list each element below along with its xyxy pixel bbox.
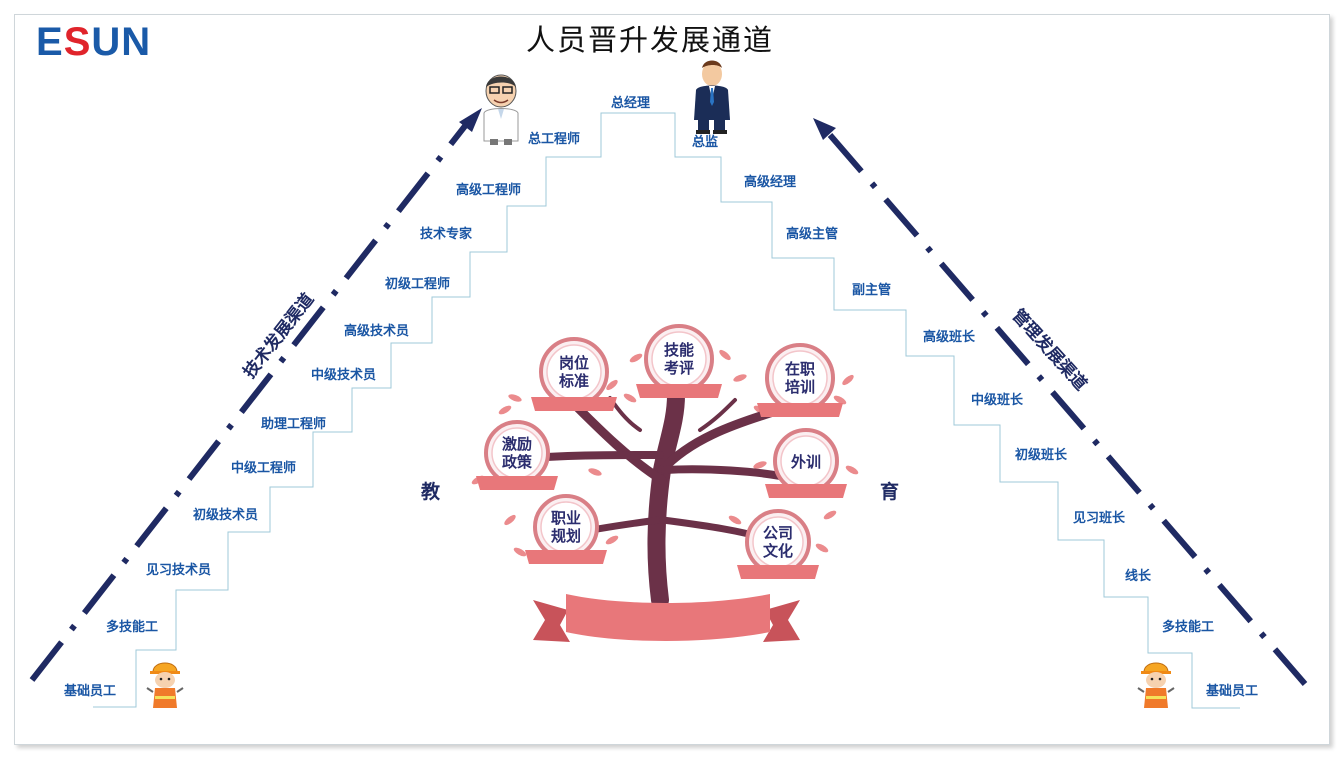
bubble-text: 公司 — [763, 524, 793, 542]
tech-step-0: 基础员工 — [64, 684, 117, 699]
bubble-text: 培训 — [785, 378, 815, 396]
mgmt-step-9: 基础员工 — [1206, 684, 1259, 699]
mgmt-step-8: 多技能工 — [1162, 620, 1215, 635]
bubble-text: 技能 — [664, 341, 694, 359]
bubble-text: 标准 — [558, 372, 589, 390]
worker-icon — [1137, 662, 1175, 708]
director-icon — [694, 60, 730, 134]
bubble-text: 职业 — [551, 509, 581, 527]
stair-outline — [93, 112, 1240, 709]
tech-step-4: 中级工程师 — [231, 461, 297, 476]
technical-arrow-line — [29, 124, 468, 682]
tech-step-9: 技术专家 — [420, 227, 473, 242]
bubble-ribbon — [757, 403, 843, 417]
tech-step-11: 总工程师 — [528, 132, 581, 147]
tech-step-2: 见习技术员 — [146, 563, 212, 578]
mgmt-step-2: 副主管 — [852, 283, 892, 298]
page-title: 人员晋升发展通道 — [525, 23, 774, 57]
mgmt-step-0: 高级经理 — [744, 175, 797, 190]
mgmt-step-6: 见习班长 — [1073, 511, 1126, 526]
bubble-text: 文化 — [763, 542, 793, 560]
top-step: 总经理 — [611, 96, 651, 111]
director-label: 总监 — [692, 135, 719, 150]
bubble-text: 规划 — [551, 527, 581, 545]
esun-logo: ESUN — [36, 20, 152, 64]
bubble-text: 岗位 — [559, 354, 589, 372]
tech-step-7: 高级技术员 — [344, 324, 410, 339]
technical-arrow-head — [459, 108, 482, 132]
bubble-ribbon — [531, 397, 617, 411]
bubble-text: 考评 — [664, 359, 694, 377]
worker-icon — [146, 662, 184, 708]
mgmt-step-3: 高级班长 — [923, 330, 976, 345]
tree-bubble: 外训 — [765, 428, 847, 498]
tech-step-6: 中级技术员 — [311, 368, 377, 383]
mgmt-step-5: 初级班长 — [1015, 448, 1068, 463]
tech-step-5: 助理工程师 — [261, 417, 327, 432]
tech-step-8: 初级工程师 — [385, 277, 451, 292]
bubble-ribbon — [737, 565, 819, 579]
tech-step-1: 多技能工 — [106, 620, 159, 635]
bubble-layer: 岗位标准技能考评在职培训激励政策外训职业规划公司文化 — [476, 324, 847, 579]
bubble-text: 激励 — [502, 435, 532, 453]
education-right-char: 育 — [880, 481, 900, 503]
mgmt-step-4: 中级班长 — [971, 393, 1024, 408]
tech-step-3: 初级技术员 — [193, 508, 259, 523]
management-arrow-line — [827, 133, 1308, 686]
bubble-text: 政策 — [502, 453, 533, 471]
education-left-char: 教 — [421, 481, 441, 503]
bubble-ribbon — [636, 384, 722, 398]
management-arrow-head — [813, 118, 836, 140]
bubble-ribbon — [765, 484, 847, 498]
bubble-text: 外训 — [790, 453, 821, 471]
mgmt-step-1: 高级主管 — [786, 227, 839, 242]
bubble-ribbon — [525, 550, 607, 564]
tech-step-10: 高级工程师 — [456, 183, 522, 198]
bubble-ribbon — [476, 476, 558, 490]
engineer-icon — [483, 74, 519, 145]
bubble-text: 在职 — [785, 360, 815, 378]
mgmt-step-7: 线长 — [1125, 569, 1152, 584]
